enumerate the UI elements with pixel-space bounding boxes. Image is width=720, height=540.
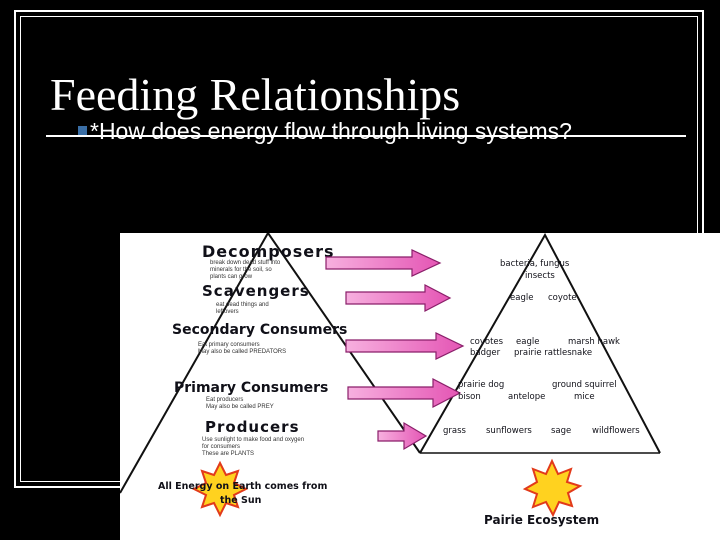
producer-grass: grass: [443, 426, 467, 436]
level-heading-producers: Producers: [205, 418, 300, 436]
flow-arrow-secondary: [345, 332, 465, 360]
decomposers-note-1: break down dead stuff into: [210, 260, 281, 266]
secondary-note-2: May also be called PREDATORS: [198, 349, 286, 355]
primary-mice: mice: [574, 392, 595, 402]
scavenger-coyote: coyote: [548, 293, 577, 303]
secondary-badger: badger: [470, 348, 501, 358]
scavengers-note-1: eat dead things and: [216, 302, 269, 308]
decomposers-organisms-1: bacteria, fungus: [500, 259, 570, 269]
flow-arrow-primary: [347, 378, 462, 408]
level-heading-decomposers: Decomposers: [202, 242, 335, 261]
producer-sunflowers: sunflowers: [486, 426, 532, 436]
flow-arrow-producers: [377, 421, 428, 451]
flow-arrow-scavengers: [345, 284, 452, 312]
producer-wildflowers: wildflowers: [592, 426, 640, 436]
decomposers-note-2: minerals for the soil, so: [210, 267, 272, 273]
primary-bison: bison: [458, 392, 481, 402]
scavengers-note-2: leftovers: [216, 309, 239, 315]
decomposers-organisms-2: insects: [525, 271, 555, 281]
right-sun-icon: [522, 458, 583, 518]
secondary-coyotes: coyotes: [470, 337, 504, 347]
producers-note-3: These are PLANTS: [202, 451, 254, 457]
bullet-square-icon: [78, 126, 87, 135]
left-pyramid-outline: [120, 233, 421, 494]
level-heading-secondary-consumers: Secondary Consumers: [172, 322, 347, 338]
secondary-marsh-hawk: marsh hawk: [568, 337, 620, 347]
primary-ground-squirrel: ground squirrel: [552, 380, 617, 390]
level-heading-scavengers: Scavengers: [202, 282, 310, 300]
secondary-note-1: Eat primary consumers: [198, 342, 260, 348]
sun-caption-line2: the Sun: [220, 495, 262, 506]
primary-antelope: antelope: [508, 392, 545, 402]
secondary-eagle: eagle: [516, 337, 539, 347]
food-pyramid-diagram: Decomposers Scavengers Secondary Consume…: [120, 233, 720, 540]
secondary-prairie-rattlesnake: prairie rattlesnake: [514, 348, 592, 358]
slide-subtitle: *How does energy flow through living sys…: [90, 118, 572, 144]
flow-arrow-decomposers: [325, 249, 442, 277]
level-heading-primary-consumers: Primary Consumers: [174, 380, 328, 396]
producer-sage: sage: [551, 426, 571, 436]
slide-title: Feeding Relationships: [50, 69, 461, 120]
sun-caption-line1: All Energy on Earth comes from: [158, 481, 327, 492]
producers-note-1: Use sunlight to make food and oxygen: [202, 437, 304, 443]
right-pyramid-outline: [419, 233, 661, 454]
decomposers-note-3: plants can grow: [210, 274, 253, 280]
pyramid-svg: Decomposers Scavengers Secondary Consume…: [120, 233, 661, 527]
title-underline: [46, 135, 686, 137]
producers-note-2: for consumers: [202, 444, 240, 450]
scavenger-eagle: eagle: [510, 293, 533, 303]
primary-note-1: Eat producers: [206, 397, 243, 403]
left-sun-icon: [191, 460, 249, 518]
ecosystem-caption: Pairie Ecosystem: [484, 513, 599, 527]
primary-prairie-dog: prairie dog: [458, 380, 504, 390]
primary-note-2: May also be called PREY: [206, 404, 274, 410]
